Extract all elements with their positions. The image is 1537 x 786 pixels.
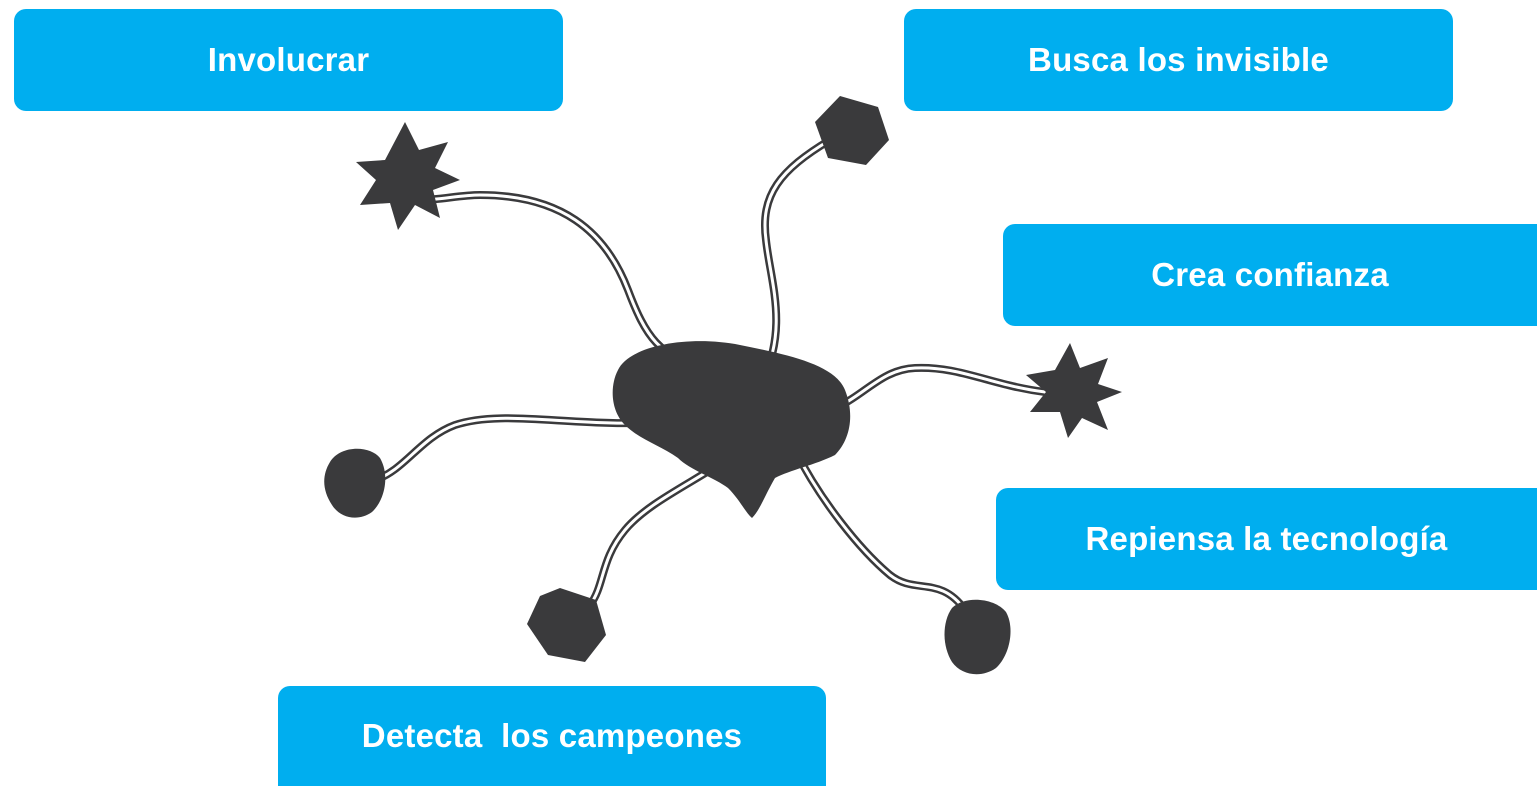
label-text: Busca los invisible (1028, 41, 1329, 78)
connector-involucrar (416, 190, 710, 369)
label-repiensa-la-tecnologia: Repiensa la tecnología (996, 488, 1537, 590)
label-text: Crea confianza (1151, 256, 1389, 293)
label-text: Repiensa la tecnología (1085, 520, 1448, 557)
label-text: Detecta los campeones (361, 717, 743, 754)
label-text: Involucrar (207, 41, 370, 78)
blob-icon (944, 599, 1011, 675)
blob-icon (324, 448, 386, 518)
label-busca-los-invisible: Busca los invisible (904, 9, 1453, 111)
hexagon-icon (527, 588, 606, 662)
label-involucrar: Involucrar (14, 9, 563, 111)
connectors (371, 136, 1049, 614)
label-detecta-los-campeones: Detecta los campeones (278, 686, 826, 786)
label-crea-confianza: Crea confianza (1003, 224, 1537, 326)
connector-repiensa (791, 446, 969, 614)
star-icon (1026, 343, 1122, 438)
hexagon-icon (815, 96, 889, 165)
star-icon (356, 122, 460, 230)
central-hub (612, 341, 851, 518)
